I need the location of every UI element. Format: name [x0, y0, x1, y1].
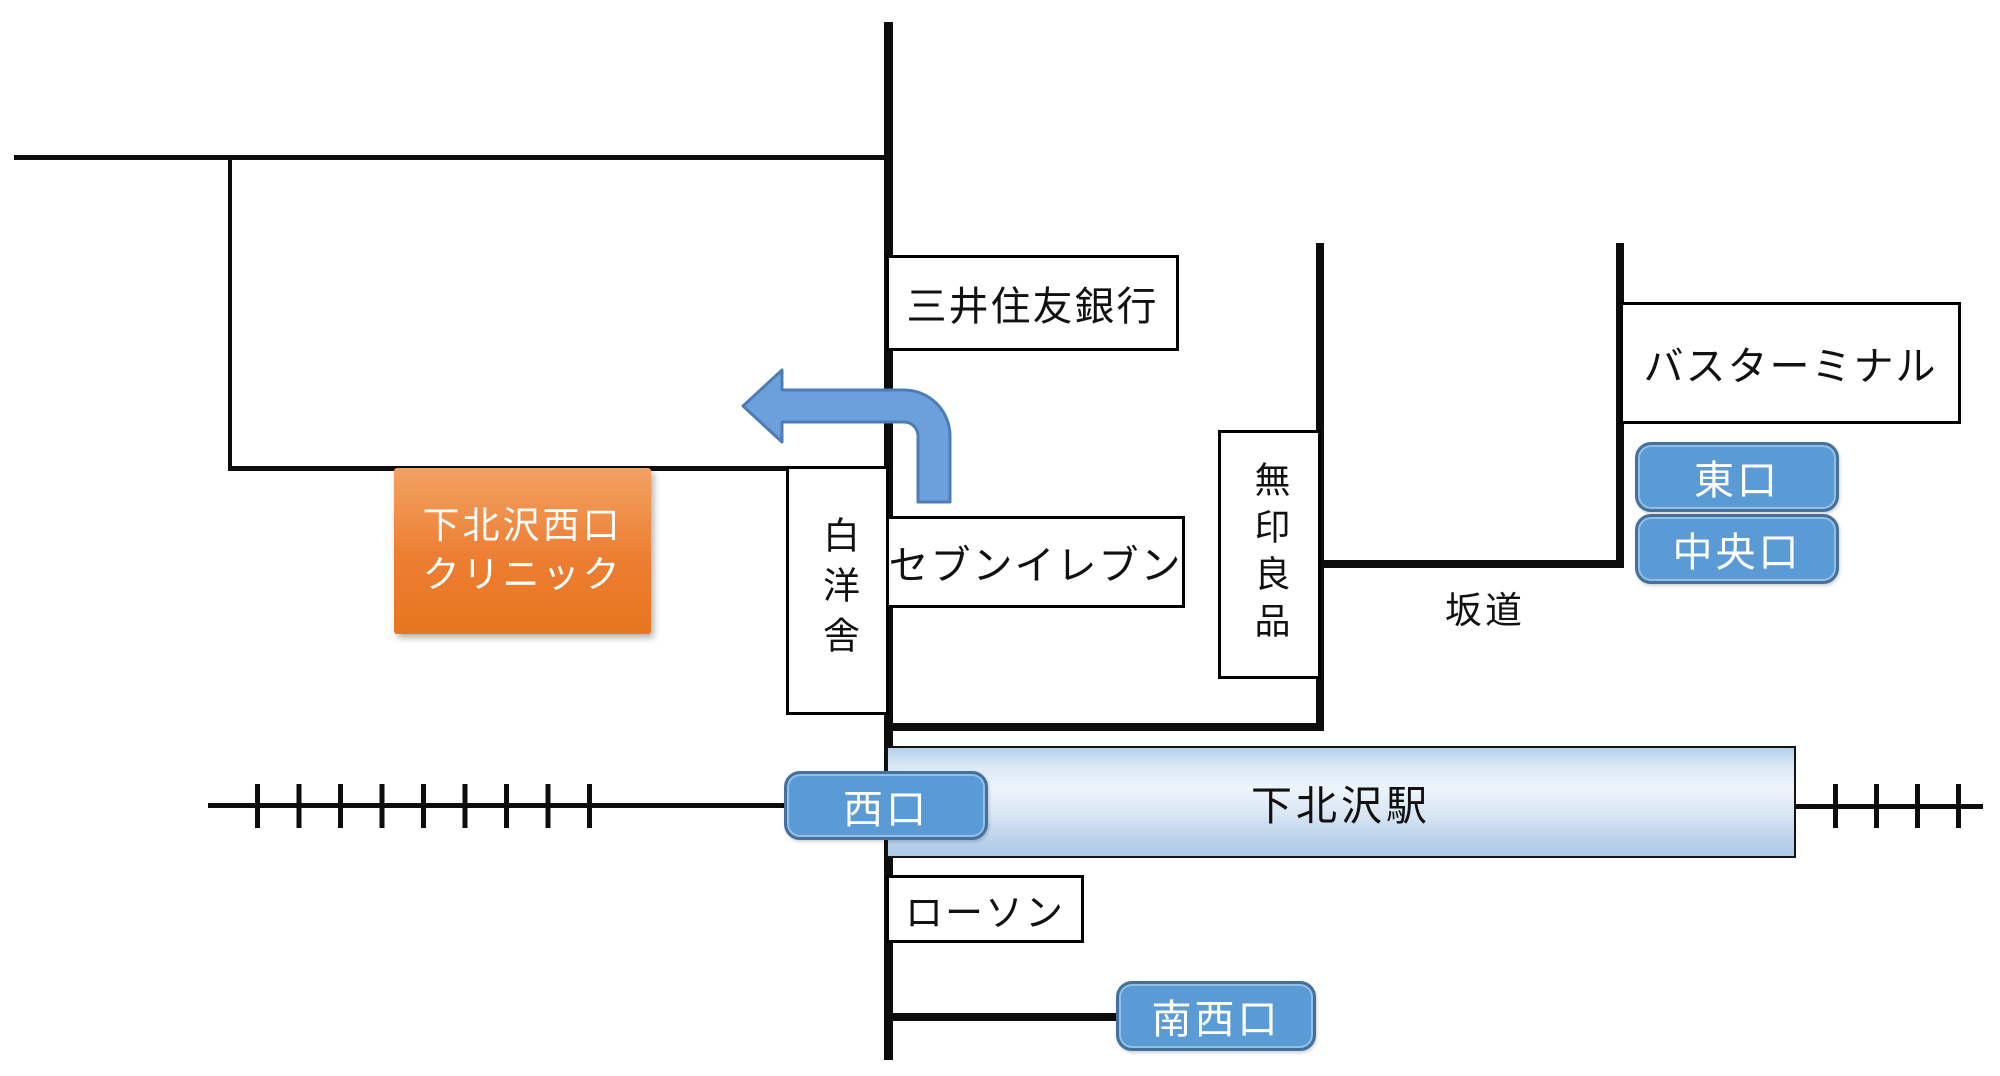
- building-seven-eleven: セブンイレブン: [886, 516, 1185, 608]
- clinic-box: 下北沢西口 クリニック: [394, 468, 651, 634]
- building-hakuyosha-label: 白洋舎: [817, 515, 859, 666]
- exit-badge-west: 西口: [784, 771, 988, 840]
- railway-ties-west: [255, 784, 600, 828]
- station-name-label: 下北沢駅: [1251, 783, 1431, 829]
- exit-east-label: 東口: [1694, 459, 1780, 503]
- road-slope-horizontal: [1320, 560, 1620, 568]
- exit-badge-southwest: 南西口: [1116, 981, 1316, 1051]
- building-hakuyosha: 白洋舎: [786, 466, 889, 715]
- exit-badge-central: 中央口: [1635, 514, 1839, 584]
- building-bus-terminal: バスターミナル: [1620, 302, 1961, 424]
- exit-west-label: 西口: [843, 787, 929, 832]
- building-lawson-label: ローソン: [904, 892, 1065, 935]
- building-seven-eleven-label: セブンイレブン: [888, 544, 1183, 588]
- building-lawson: ローソン: [886, 875, 1084, 943]
- road-southwest-horizontal: [888, 1013, 1120, 1021]
- clinic-name-line1: 下北沢西口: [422, 505, 623, 547]
- railway-ties-east: [1833, 784, 1965, 828]
- station-box: 下北沢駅: [886, 746, 1796, 858]
- building-muji: 無印良品: [1218, 430, 1321, 679]
- building-bank: 三井住友銀行: [886, 255, 1179, 351]
- exit-southwest-label: 南西口: [1151, 998, 1281, 1042]
- building-muji-label: 無印良品: [1249, 460, 1291, 649]
- road-station-north-horizontal: [888, 723, 1320, 731]
- building-bank-label: 三井住友銀行: [906, 285, 1159, 329]
- exit-badge-east: 東口: [1635, 442, 1839, 512]
- road-north-horizontal: [14, 155, 892, 160]
- clinic-name-line2: クリニック: [422, 554, 623, 595]
- slope-road-label: 坂道: [1445, 590, 1525, 631]
- road-west-block-vertical: [228, 155, 232, 470]
- exit-central-label: 中央口: [1672, 531, 1802, 575]
- building-bus-terminal-label: バスターミナル: [1643, 345, 1938, 389]
